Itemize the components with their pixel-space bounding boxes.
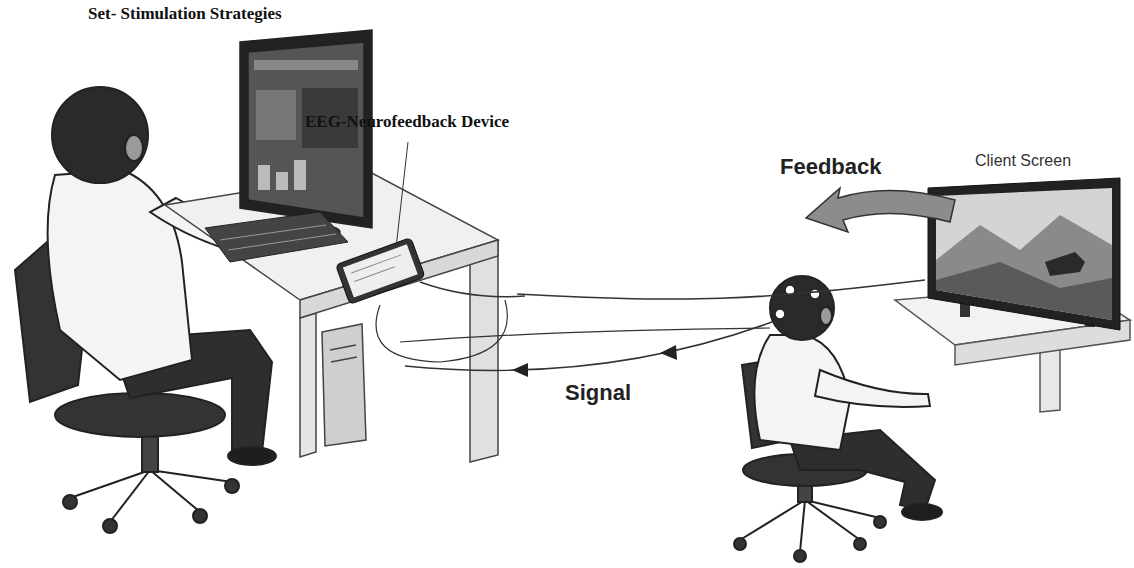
client-head	[770, 276, 834, 340]
mountains	[936, 215, 1112, 320]
tower-slot	[330, 345, 356, 350]
client	[754, 276, 942, 520]
device-detail	[354, 267, 394, 282]
chair-wheel	[225, 479, 239, 493]
chair-leg	[150, 470, 232, 482]
node-label: Set- Stimulation Strategies	[88, 4, 282, 24]
client-shoe	[902, 504, 942, 520]
chair-wheel	[103, 519, 117, 533]
cable-connector	[517, 280, 925, 299]
vehicle	[1045, 252, 1085, 276]
keyboard	[205, 212, 348, 262]
desk-panel	[300, 313, 316, 457]
chair-wheel	[193, 509, 207, 523]
chair-leg	[110, 470, 150, 522]
screen-bar	[254, 60, 358, 70]
feedback-arrow	[806, 188, 955, 232]
electrode	[810, 289, 820, 299]
therapist-head	[52, 87, 148, 183]
client-arm	[815, 370, 930, 407]
chair-leg	[805, 500, 880, 518]
cable-loop	[376, 300, 507, 362]
screen-panel	[256, 90, 296, 140]
chair-wheel	[874, 516, 886, 528]
monitor	[240, 30, 372, 240]
screen-bar	[258, 165, 270, 190]
chair-leg	[800, 500, 805, 552]
arrow-label: Signal	[565, 380, 631, 406]
tower-slot	[331, 357, 357, 362]
arrow-label: Feedback	[780, 154, 882, 180]
signal-arrowhead	[660, 345, 677, 360]
therapist-shoe	[228, 447, 276, 465]
chair-wheel	[734, 538, 746, 550]
client-ear	[820, 307, 832, 325]
chair-leg	[740, 500, 805, 540]
device-detail	[351, 255, 401, 273]
device-group: EEG-Neurofeedback Device	[305, 112, 517, 302]
chair-wheel	[794, 550, 806, 562]
computer-tower	[322, 324, 366, 446]
therapist-ear	[125, 135, 143, 161]
cable	[420, 282, 525, 297]
monitor-frame	[928, 178, 1120, 330]
foreground	[936, 262, 1112, 320]
keyboard-keys	[228, 234, 336, 250]
node-label: EEG-Neurofeedback Device	[305, 112, 509, 132]
client-monitor	[928, 178, 1120, 330]
screen-bar	[276, 172, 288, 190]
electrode	[775, 309, 785, 319]
signal-arrowhead	[512, 363, 528, 377]
signal-line	[400, 328, 770, 342]
screen-bar	[294, 160, 306, 190]
screen-group: Client Screen	[925, 150, 1125, 332]
leader-line	[396, 142, 408, 248]
device-body	[336, 238, 426, 305]
chair-wheel	[63, 495, 77, 509]
chair-wheel	[854, 538, 866, 550]
device-screen	[343, 244, 418, 297]
monitor-screen	[936, 188, 1112, 320]
desk-edge	[300, 240, 498, 318]
node-label: Client Screen	[975, 152, 1071, 170]
eeg-device	[336, 238, 426, 305]
chair-seat	[55, 393, 225, 437]
